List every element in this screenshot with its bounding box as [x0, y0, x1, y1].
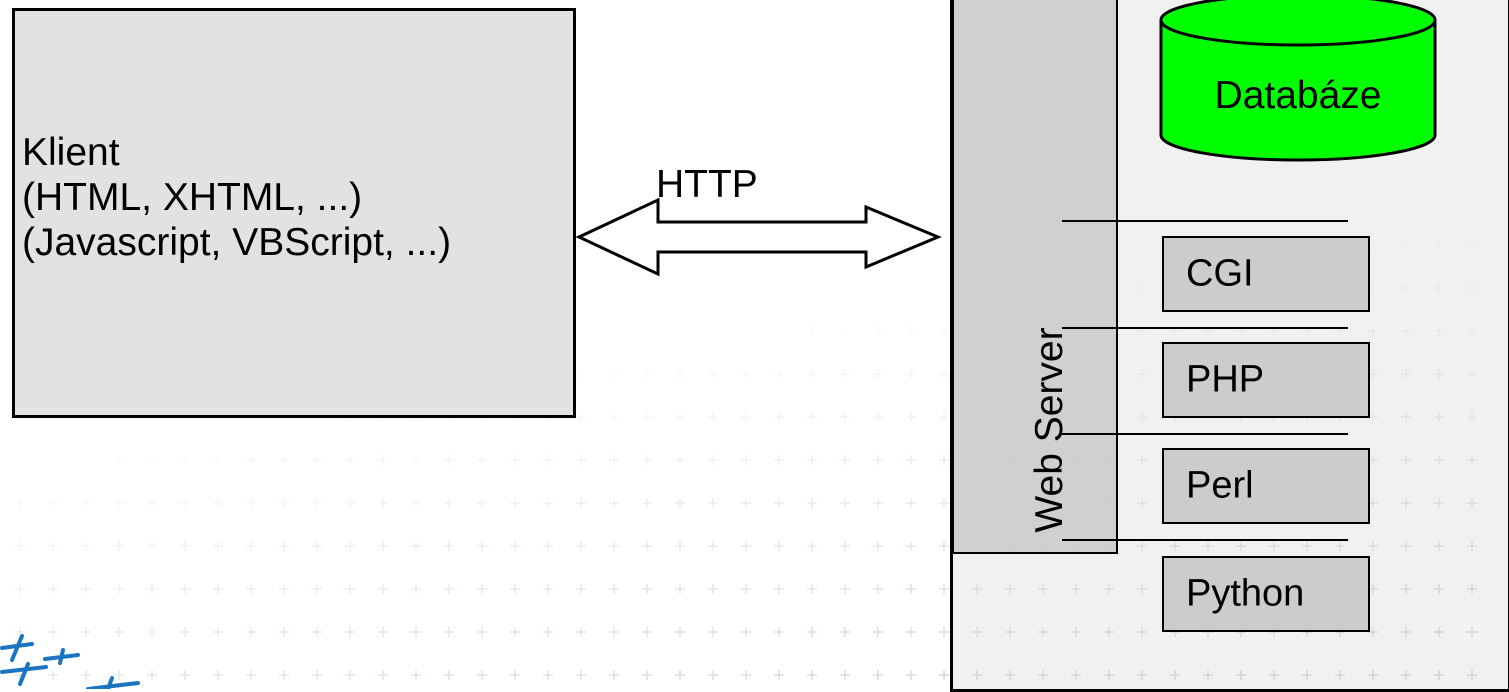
module-python: Python: [1162, 556, 1370, 632]
module-php: PHP: [1162, 342, 1370, 418]
client-text: Klient (HTML, XHTML, ...) (Javascript, V…: [22, 130, 451, 265]
client-markup-languages: (HTML, XHTML, ...): [22, 176, 363, 219]
connector-line-php: [1062, 327, 1348, 329]
web-server-panel: [952, 0, 1118, 554]
http-label: HTTP: [656, 163, 758, 206]
module-cgi-label: CGI: [1186, 252, 1254, 295]
client-script-languages: (Javascript, VBScript, ...): [22, 221, 452, 264]
module-php-label: PHP: [1186, 358, 1265, 401]
connector-line-perl: [1062, 433, 1348, 435]
database-body: [1159, 20, 1437, 162]
http-double-arrow: [575, 197, 942, 277]
client-box: [12, 8, 576, 418]
database-cylinder: [1159, 0, 1437, 162]
module-python-label: Python: [1186, 572, 1305, 615]
module-perl-label: Perl: [1186, 464, 1254, 507]
connector-line-cgi: [1062, 220, 1348, 222]
database-label: Databáze: [1214, 74, 1382, 117]
module-perl: Perl: [1162, 448, 1370, 524]
client-title: Klient: [22, 131, 120, 174]
logo-mark: [0, 634, 140, 689]
connector-line-python: [1062, 539, 1348, 541]
database-top: [1159, 0, 1437, 47]
module-cgi: CGI: [1162, 236, 1370, 312]
